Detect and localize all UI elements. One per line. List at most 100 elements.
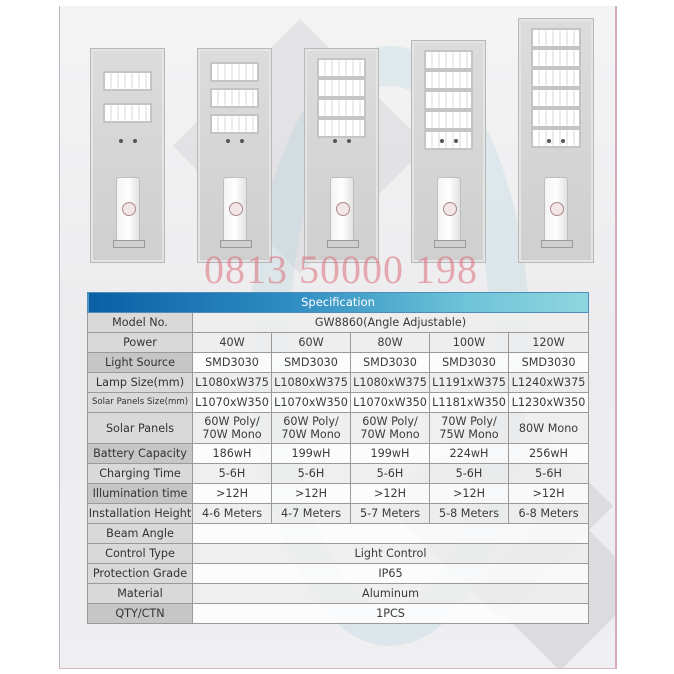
spec-value: L1240xW375 — [507, 372, 590, 393]
bracket-foot — [434, 240, 466, 248]
led-module — [317, 118, 366, 138]
spec-label: Control Type — [87, 543, 193, 564]
mounting-bracket — [541, 177, 573, 248]
sensor-icon — [347, 139, 351, 143]
street-lamp-image — [304, 48, 379, 263]
spec-value: 186wH — [192, 443, 272, 464]
spec-row: Beam Angle — [87, 523, 590, 544]
spec-label: Installation Height — [87, 503, 193, 524]
bracket-foot — [220, 240, 252, 248]
spec-value: L1230xW350 — [507, 392, 590, 413]
spec-value: L1181xW350 — [429, 392, 509, 413]
led-module — [531, 128, 581, 148]
mounting-bracket — [434, 177, 466, 248]
led-module — [210, 62, 259, 82]
mounting-bracket — [113, 177, 145, 248]
spec-value: L1080xW375 — [192, 372, 272, 393]
spec-value: 120W — [507, 332, 590, 353]
spec-value: SMD3030 — [192, 352, 272, 373]
spec-value: >12H — [271, 483, 351, 504]
spec-value: 5-7 Meters — [350, 503, 430, 524]
street-lamp-image — [90, 48, 165, 263]
led-module — [317, 78, 366, 98]
spec-value: 60W — [271, 332, 351, 353]
spec-title-row: Specification — [86, 292, 590, 313]
spec-value: 60W Poly/70W Mono — [350, 412, 430, 444]
spec-value-line: 70W Mono — [360, 428, 420, 441]
sensor-icon — [547, 139, 551, 143]
spec-value: 100W — [429, 332, 509, 353]
spec-label: Solar Panels Size(mm) — [87, 392, 193, 413]
spec-value: 70W Poly/75W Mono — [429, 412, 509, 444]
spec-value: 5-6H — [350, 463, 430, 484]
led-module — [210, 114, 259, 134]
sensor-icon — [240, 139, 244, 143]
watermark-phone: 0813 50000 198 — [204, 247, 478, 292]
spec-value: >12H — [507, 483, 590, 504]
sensor-icon — [561, 139, 565, 143]
bracket-foot — [541, 240, 573, 248]
mounting-bracket — [220, 177, 252, 248]
spec-value-line: 75W Mono — [439, 428, 499, 441]
spec-value: IP65 — [191, 563, 590, 584]
spec-label: Model No. — [87, 312, 193, 333]
adjust-knob-icon — [229, 202, 243, 216]
spec-value-line: 80W Mono — [518, 421, 579, 435]
spec-value: SMD3030 — [507, 352, 590, 373]
adjust-knob-icon — [122, 202, 136, 216]
spec-value: L1070xW350 — [192, 392, 272, 413]
led-module — [424, 70, 473, 90]
spec-title: Specification — [86, 292, 590, 313]
spec-row-model: Model No. GW8860(Angle Adjustable) — [87, 312, 590, 333]
spec-label: Light Source — [87, 352, 193, 373]
spec-value: >12H — [192, 483, 272, 504]
spec-value: 4-6 Meters — [192, 503, 272, 524]
spec-value: 5-8 Meters — [429, 503, 509, 524]
spec-label: Material — [87, 583, 193, 604]
spec-label: Battery Capacity — [87, 443, 193, 464]
spec-value — [191, 523, 590, 544]
spec-label: Lamp Size(mm) — [87, 372, 193, 393]
specification-table: Specification Model No. GW8860(Angle Adj… — [86, 292, 590, 624]
spec-value: 5-6H — [271, 463, 351, 484]
adjust-knob-icon — [336, 202, 350, 216]
led-module — [424, 110, 473, 130]
spec-value: L1080xW375 — [271, 372, 351, 393]
spec-value-line: 70W Mono — [202, 428, 262, 441]
led-module — [103, 103, 152, 123]
spec-label: Power — [87, 332, 193, 353]
led-module — [531, 28, 581, 48]
led-module — [424, 130, 473, 150]
spec-value: Aluminum — [191, 583, 590, 604]
spec-value: 256wH — [507, 443, 590, 464]
spec-value: 224wH — [429, 443, 509, 464]
spec-value: 5-6H — [429, 463, 509, 484]
spec-value-line: 60W Poly/ — [362, 415, 418, 428]
spec-value: SMD3030 — [271, 352, 351, 373]
spec-value: 199wH — [271, 443, 351, 464]
spec-value: L1080xW375 — [350, 372, 430, 393]
sensor-icon — [133, 139, 137, 143]
spec-value: SMD3030 — [429, 352, 509, 373]
led-module — [103, 71, 152, 91]
spec-value: 60W Poly/70W Mono — [192, 412, 272, 444]
spec-value: L1070xW350 — [271, 392, 351, 413]
spec-value: 199wH — [350, 443, 430, 464]
mounting-bracket — [327, 177, 359, 248]
spec-value: 6-8 Meters — [507, 503, 590, 524]
sensor-icon — [119, 139, 123, 143]
sensor-icon — [333, 139, 337, 143]
spec-value: L1070xW350 — [350, 392, 430, 413]
bracket-foot — [327, 240, 359, 248]
